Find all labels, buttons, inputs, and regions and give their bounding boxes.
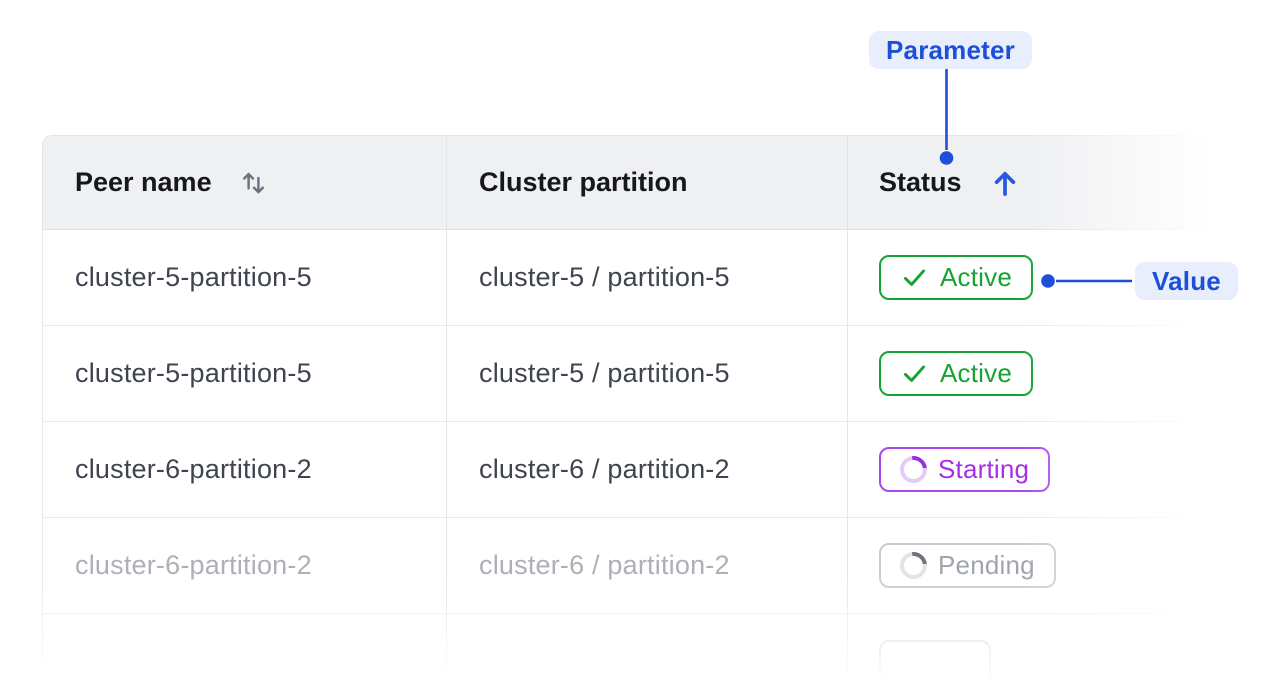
status-badge: Active — [879, 255, 1034, 300]
peers-table: Peer name Cluster partition Status clust… — [42, 135, 1268, 688]
table-body: cluster-5-partition-5 cluster-5 / partit… — [42, 230, 1268, 688]
table-row — [43, 614, 1268, 688]
peer-name-cell: cluster-6-partition-2 — [43, 518, 447, 613]
column-header-cluster-partition[interactable]: Cluster partition — [447, 136, 848, 229]
cluster-partition-cell: cluster-6 / partition-2 — [447, 518, 848, 613]
column-header-status[interactable]: Status — [848, 136, 1268, 229]
status-cell — [848, 614, 1268, 688]
peer-name-cell: cluster-5-partition-5 — [43, 326, 447, 421]
peer-name-cell: cluster-5-partition-5 — [43, 230, 447, 325]
status-badge: Pending — [879, 543, 1056, 588]
status-cell: Active — [848, 326, 1268, 421]
parameter-annotation-pill: Parameter — [869, 31, 1032, 69]
peer-name-cell: cluster-6-partition-2 — [43, 422, 447, 517]
arrow-up-icon — [990, 167, 1020, 199]
table-row: cluster-5-partition-5 cluster-5 / partit… — [43, 326, 1268, 422]
cluster-partition-cell: cluster-5 / partition-5 — [447, 230, 848, 325]
spinner-icon — [894, 546, 933, 585]
status-badge: Starting — [879, 447, 1051, 492]
peer-name-header-label: Peer name — [75, 167, 212, 197]
cluster-partition-cell: cluster-5 / partition-5 — [447, 326, 848, 421]
peer-name-cell — [43, 614, 447, 688]
column-header-peer-name[interactable]: Peer name — [43, 136, 447, 229]
spinner-icon — [894, 450, 933, 489]
table-row: cluster-5-partition-5 cluster-5 / partit… — [43, 230, 1268, 326]
status-cell: Starting — [848, 422, 1268, 517]
status-badge: Active — [879, 351, 1034, 396]
cluster-partition-cell: cluster-6 / partition-2 — [447, 422, 848, 517]
sort-up-down-icon — [238, 167, 269, 198]
table-header-row: Peer name Cluster partition Status — [42, 135, 1268, 230]
cluster-partition-cell — [447, 614, 848, 688]
status-cell: Active — [848, 230, 1268, 325]
status-header-label: Status — [879, 167, 962, 197]
check-icon — [900, 359, 929, 388]
cluster-partition-header-label: Cluster partition — [479, 167, 688, 197]
status-cell: Pending — [848, 518, 1268, 613]
check-icon — [900, 263, 929, 292]
table-row: cluster-6-partition-2 cluster-6 / partit… — [43, 518, 1268, 614]
status-badge — [879, 639, 991, 685]
table-row: cluster-6-partition-2 cluster-6 / partit… — [43, 422, 1268, 518]
parameter-annotation-label: Parameter — [886, 34, 1015, 65]
